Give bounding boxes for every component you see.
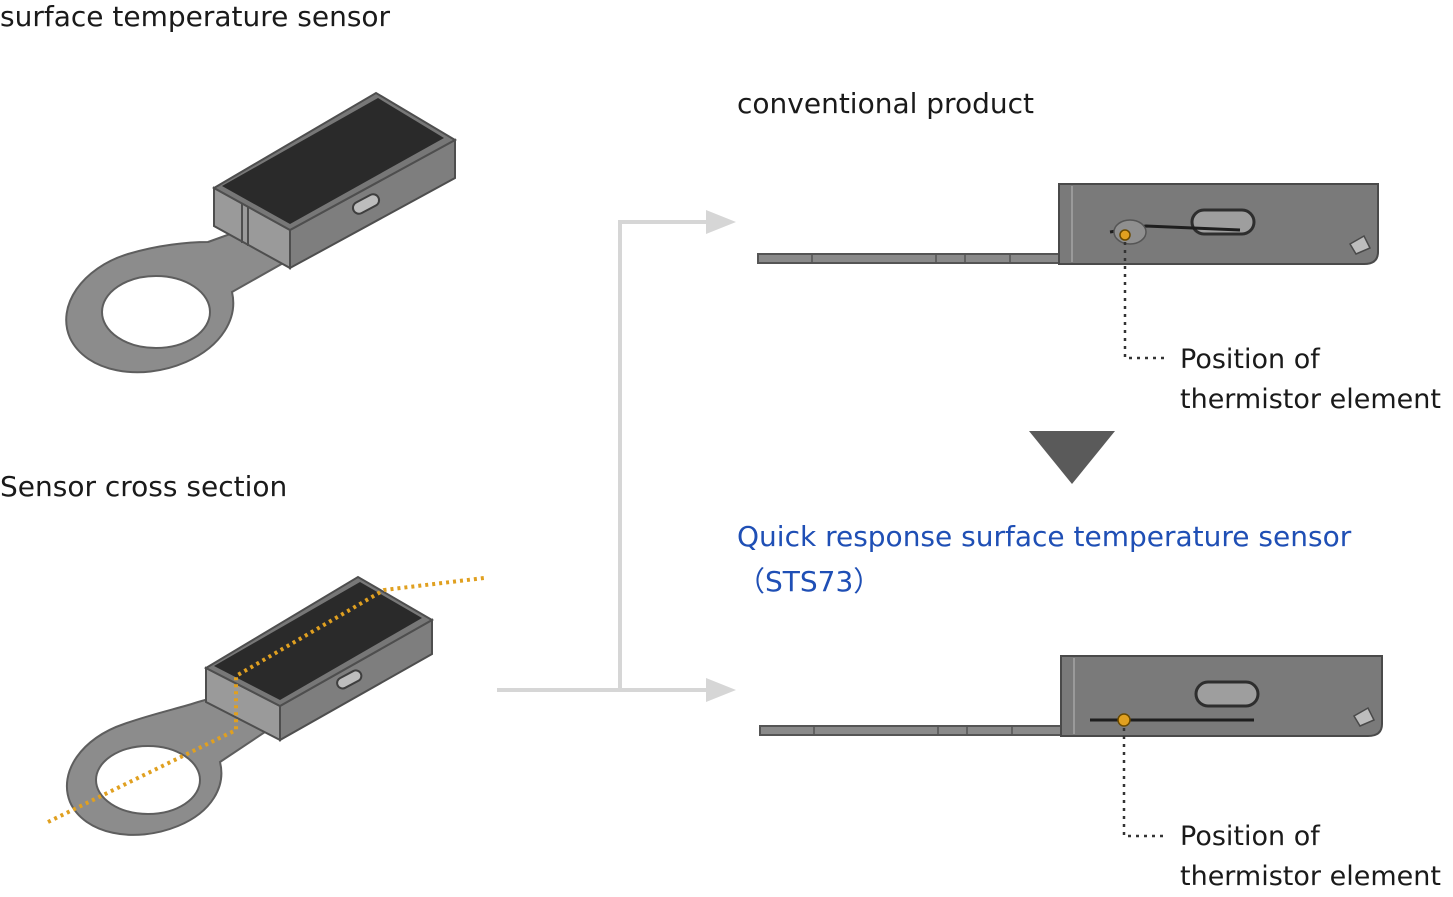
cross-section-title: Sensor cross section (0, 470, 288, 503)
triangle-down-icon (1029, 431, 1115, 484)
caption-bottom-line2: thermistor element (1180, 861, 1441, 892)
arrow-right-icon (706, 210, 736, 234)
conventional-product-side-view (757, 183, 1379, 360)
caption-top-line1: Position of (1180, 344, 1320, 375)
flow-arrows (497, 220, 708, 692)
thermistor-position-caption-top: Position of thermistor element (1180, 340, 1441, 420)
sensor-illustration (65, 91, 458, 374)
arrow-right-icon (706, 678, 736, 702)
sts73-side-view (759, 655, 1383, 838)
quick-response-title: Quick response surface temperature senso… (737, 520, 1352, 553)
quick-response-model: （STS73） (737, 565, 882, 598)
cross-section-illustration (47, 575, 485, 836)
thermistor-position-caption-bottom: Position of thermistor element (1180, 817, 1441, 897)
conventional-product-title: conventional product (737, 87, 1034, 120)
caption-top-line2: thermistor element (1180, 384, 1441, 415)
caption-bottom-line1: Position of (1180, 821, 1320, 852)
surface-sensor-title: surface temperature sensor (0, 0, 391, 33)
